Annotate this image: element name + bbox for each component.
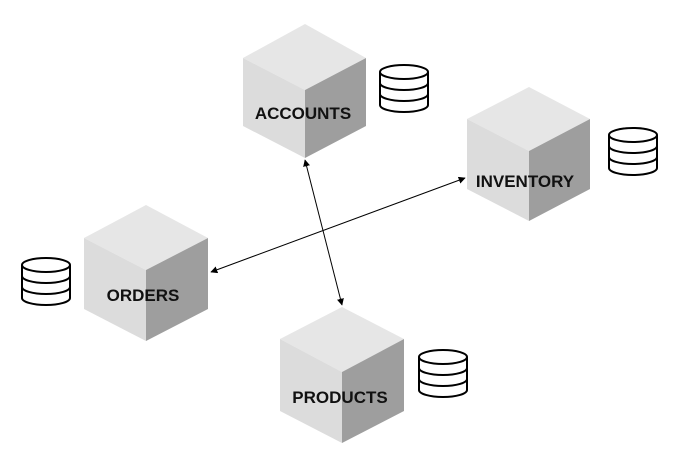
cube-right-face <box>529 119 590 221</box>
database-icon <box>418 349 468 398</box>
cube-left-face <box>243 58 305 158</box>
cube-top-face <box>243 24 366 90</box>
edges <box>210 159 466 306</box>
cube-right-face <box>342 339 404 443</box>
cube-right-face <box>305 58 366 158</box>
database-icon <box>608 127 658 176</box>
node-orders: ORDERS <box>21 205 208 341</box>
node-label-accounts: ACCOUNTS <box>255 104 351 123</box>
node-label-products: PRODUCTS <box>292 388 387 407</box>
database-icon <box>21 257 71 306</box>
cube-top-face <box>280 307 404 372</box>
node-accounts: ACCOUNTS <box>243 24 429 158</box>
cube-top-face <box>84 205 208 270</box>
node-products: PRODUCTS <box>280 307 468 443</box>
cube-right-face <box>146 238 208 341</box>
cube-top-face <box>467 87 590 151</box>
node-inventory: INVENTORY <box>467 87 658 221</box>
database-icon <box>379 64 429 113</box>
cube-left-face <box>84 238 146 341</box>
node-label-orders: ORDERS <box>107 286 180 305</box>
edge-orders-inventory <box>210 176 466 274</box>
cube-left-face <box>467 119 529 221</box>
cube-left-face <box>280 339 342 443</box>
node-label-inventory: INVENTORY <box>476 172 575 191</box>
edge-accounts-products <box>303 159 344 306</box>
